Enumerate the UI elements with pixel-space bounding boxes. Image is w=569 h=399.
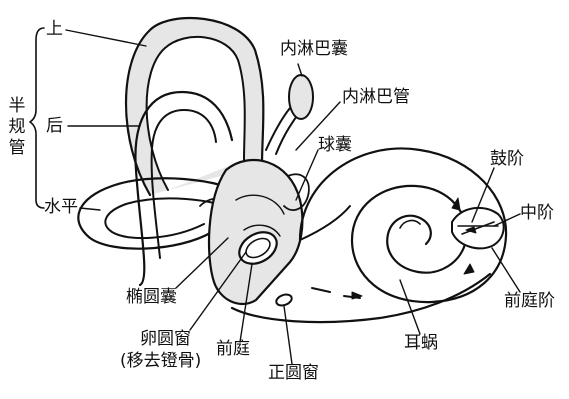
label-cochlea: 耳蜗 xyxy=(404,334,438,352)
label-utricle: 椭圆囊 xyxy=(126,288,177,306)
label-endolymphatic-duct: 内淋巴管 xyxy=(342,88,410,106)
label-oval-window-note: (移去镫骨) xyxy=(120,352,201,370)
label-oval-window: 卵圆窗 xyxy=(140,330,191,348)
round-window-shape xyxy=(275,293,293,308)
label-semicircular-canals: 半规管 xyxy=(8,96,26,159)
vestibule-body xyxy=(209,160,302,304)
label-saccule: 球囊 xyxy=(318,136,352,154)
label-scala-tympani: 鼓阶 xyxy=(490,150,524,168)
label-scala-vestibuli: 前庭阶 xyxy=(504,292,555,310)
label-canal-horizontal: 水平 xyxy=(44,198,78,216)
label-endolymphatic-sac: 内淋巴囊 xyxy=(280,40,348,58)
cochlea-cross-section xyxy=(452,208,504,248)
label-canal-superior: 上 xyxy=(46,20,63,38)
label-scala-media: 中阶 xyxy=(520,204,554,222)
label-canal-posterior: 后 xyxy=(46,117,63,135)
endolymphatic-duct-sac xyxy=(266,75,313,154)
label-round-window: 正圆窗 xyxy=(268,364,319,382)
canal-bracket xyxy=(30,28,44,208)
label-vestibule: 前庭 xyxy=(216,340,250,358)
